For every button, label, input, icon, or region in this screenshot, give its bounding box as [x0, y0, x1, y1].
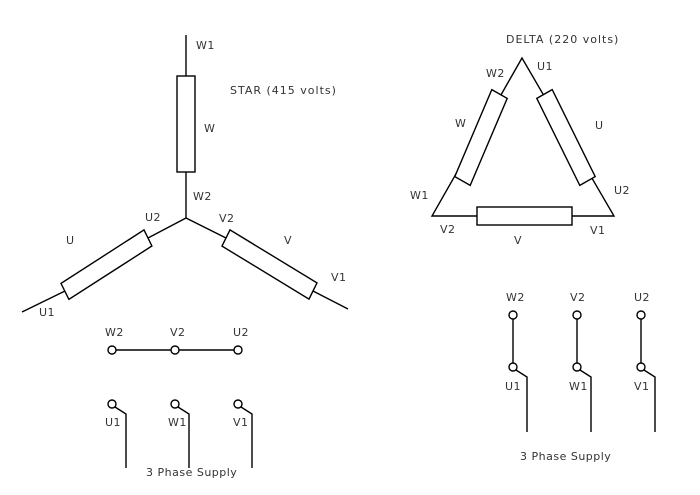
star-supply-lead-2 [177, 406, 190, 468]
star-v-lead-inner [185, 217, 227, 239]
delta-terminal-w1 [572, 362, 582, 372]
star-label-v: V [284, 234, 292, 247]
delta-supply-label: 3 Phase Supply [520, 450, 611, 463]
delta-title: DELTA (220 volts) [506, 33, 619, 46]
star-supply-lead-3 [240, 406, 253, 468]
delta-coil-v [476, 206, 573, 226]
star-title: STAR (415 volts) [230, 84, 337, 97]
star-u-lead-outer [21, 290, 66, 313]
star-terminal-v1 [233, 399, 243, 409]
star-terminal-label-top-3: U2 [233, 326, 249, 339]
delta-coil-w [453, 88, 509, 187]
delta-supply-lead-2 [579, 369, 592, 432]
delta-terminal-label-top-2: V2 [570, 291, 586, 304]
delta-label-w1: W1 [410, 189, 429, 202]
delta-terminal-label-top-3: U2 [634, 291, 650, 304]
star-coil-v [221, 228, 318, 301]
star-label-u1: U1 [39, 306, 55, 319]
star-terminal-label-bottom-1: U1 [105, 416, 121, 429]
star-u-lead-inner [147, 217, 187, 239]
delta-terminal-label-top-1: W2 [506, 291, 525, 304]
star-coil-u [60, 228, 153, 301]
delta-terminal-v2 [572, 310, 582, 320]
delta-label-v2: V2 [440, 223, 456, 236]
delta-supply-lead-3 [643, 369, 656, 432]
delta-terminal-block: W2 V2 U2 U1 W1 V1 3 Phase Supply [505, 291, 656, 463]
star-supply-label: 3 Phase Supply [146, 466, 237, 479]
delta-coil-u [535, 88, 597, 187]
star-terminal-u1 [107, 399, 117, 409]
delta-terminal-w2 [508, 310, 518, 320]
star-supply-lead-1 [114, 406, 127, 468]
star-terminal-label-bottom-2: W1 [168, 416, 187, 429]
star-terminal-w1 [170, 399, 180, 409]
star-diagram: STAR (415 volts) W1 W W2 U2 U U1 V2 V V1… [21, 35, 349, 479]
delta-label-v1: V1 [590, 224, 606, 237]
star-terminal-block: W2 V2 U2 U1 W1 V1 3 Phase Supply [105, 326, 253, 479]
star-terminal-u2 [233, 345, 243, 355]
star-terminal-label-bottom-3: V1 [233, 416, 249, 429]
star-terminal-label-top-2: V2 [170, 326, 186, 339]
delta-frame [430, 56, 616, 217]
delta-label-w: W [455, 117, 466, 130]
delta-diagram: DELTA (220 volts) U1 W2 W U W1 U2 V2 V V… [410, 33, 656, 463]
star-label-w1: W1 [196, 39, 215, 52]
star-label-u2: U2 [145, 211, 161, 224]
star-coil-w [176, 75, 196, 173]
star-label-v2: V2 [219, 212, 235, 225]
star-terminal-label-top-1: W2 [105, 326, 124, 339]
delta-terminal-label-bottom-2: W1 [569, 380, 588, 393]
star-v-lead-outer [312, 290, 349, 310]
star-terminal-v2 [170, 345, 180, 355]
delta-label-u1: U1 [537, 60, 553, 73]
delta-terminal-u1 [508, 362, 518, 372]
delta-label-u2: U2 [614, 184, 630, 197]
star-terminal-w2 [107, 345, 117, 355]
delta-supply-lead-1 [515, 369, 528, 432]
star-label-w: W [204, 122, 215, 135]
delta-label-w2: W2 [486, 67, 505, 80]
delta-terminal-label-bottom-3: V1 [634, 380, 650, 393]
star-label-v1: V1 [331, 271, 347, 284]
star-label-u: U [66, 234, 75, 247]
delta-terminal-v1 [636, 362, 646, 372]
star-label-w2: W2 [193, 190, 212, 203]
delta-label-v: V [514, 234, 522, 247]
delta-terminal-label-bottom-1: U1 [505, 380, 521, 393]
delta-terminal-u2 [636, 310, 646, 320]
delta-label-u: U [595, 119, 604, 132]
